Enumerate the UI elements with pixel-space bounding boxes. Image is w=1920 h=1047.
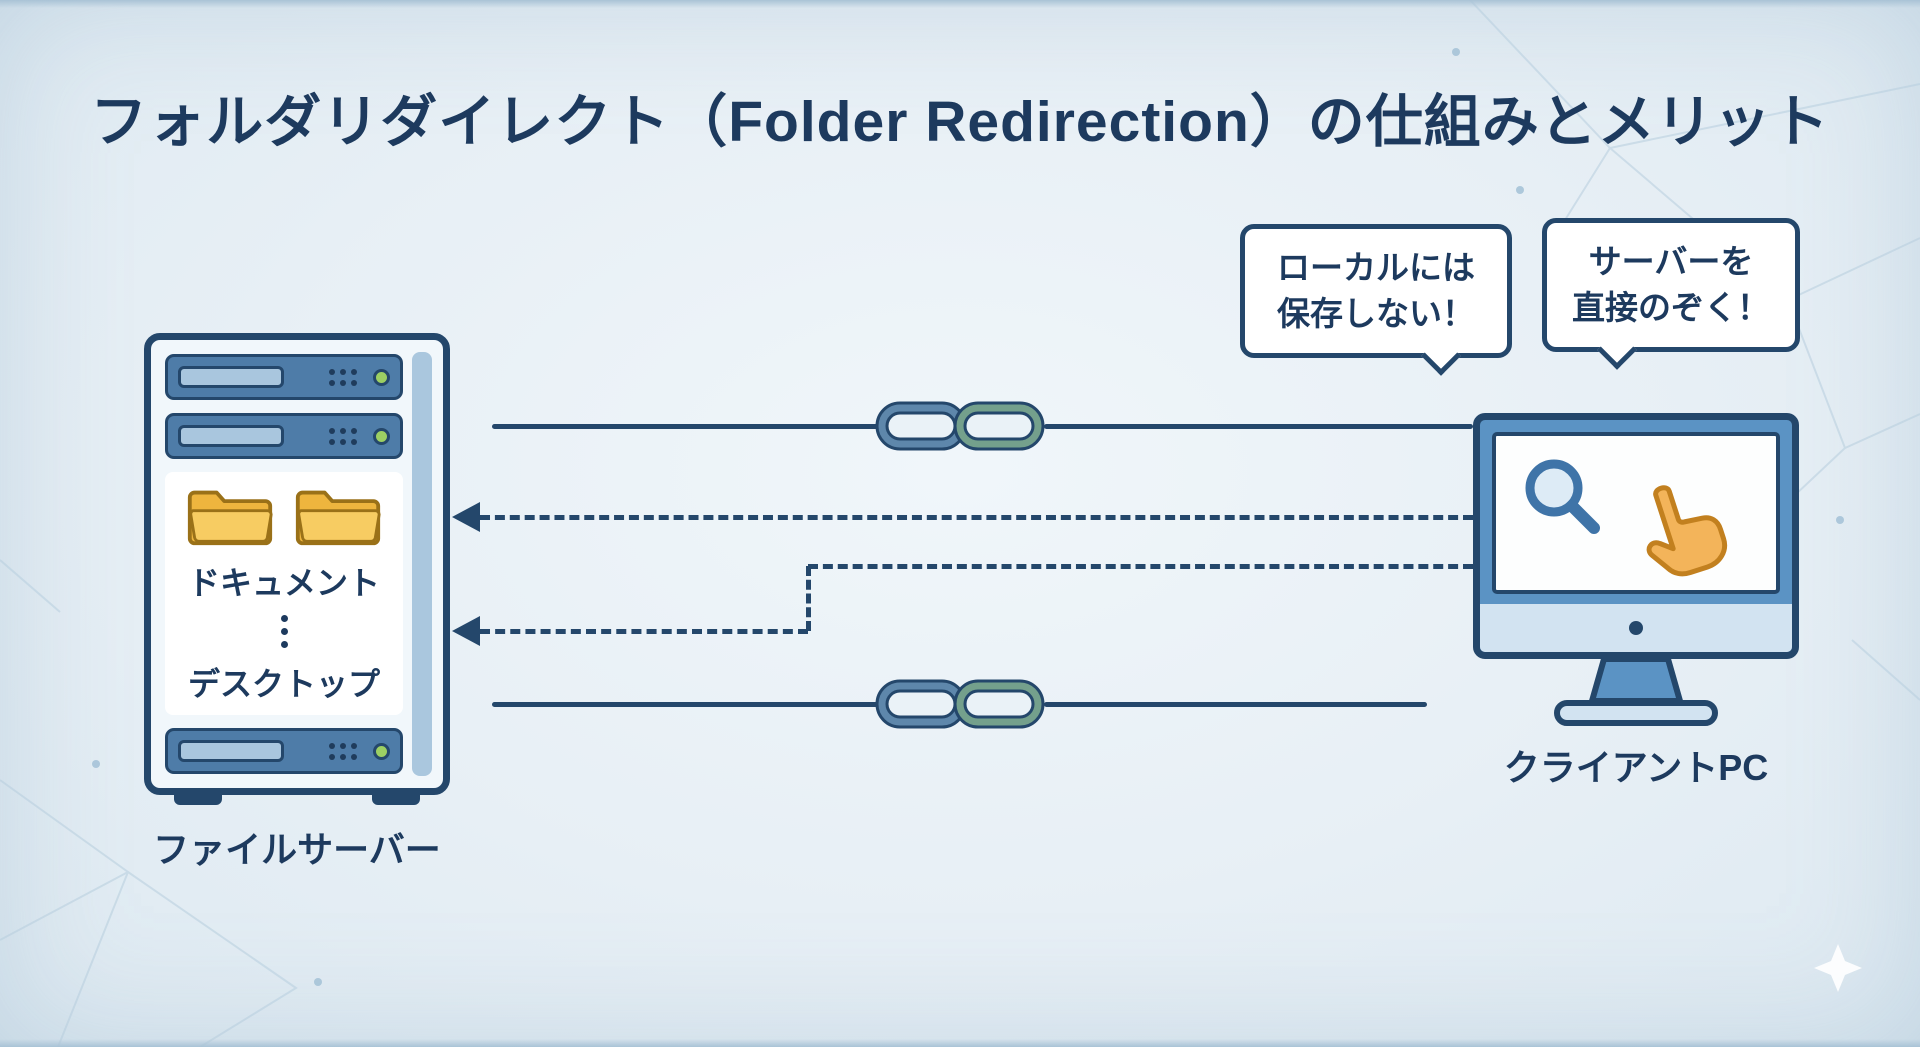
sparkle-icon — [1814, 944, 1862, 992]
folders-row — [184, 482, 384, 549]
bubble-text-line: サーバーを — [1588, 243, 1754, 280]
folder-label-desktop: デスクトップ — [187, 666, 380, 702]
connection-line-top-right — [1044, 424, 1473, 429]
drive-slot — [178, 740, 284, 762]
server-foot — [174, 791, 222, 805]
server-foot — [372, 791, 420, 805]
redirect-arrowhead-1 — [452, 502, 480, 532]
top-edge-band — [0, 0, 1920, 8]
monitor-chin — [1480, 604, 1792, 652]
chain-link-icon — [875, 401, 1045, 451]
chain-link-icon — [875, 679, 1045, 729]
vent-dots — [329, 368, 357, 386]
folder-label-documents: ドキュメント — [187, 565, 380, 601]
bubble-text-line: 直接のぞく！ — [1572, 289, 1770, 327]
monitor-stand — [1554, 657, 1718, 726]
server-folders-panel: ドキュメント デスクトップ — [165, 472, 403, 715]
redirect-dashed-line-2-lower — [480, 629, 808, 634]
bubble-text-line: 保存しない！ — [1277, 295, 1475, 333]
led-indicator — [373, 742, 390, 760]
server-side-panel — [412, 352, 432, 776]
connection-line-top-left — [492, 424, 880, 429]
redirect-arrowhead-2 — [452, 616, 480, 646]
client-pc-label: クライアントPC — [1503, 747, 1769, 788]
ellipsis-dots — [280, 613, 288, 650]
redirect-dashed-line-2-upper — [808, 564, 1473, 569]
folder-icon — [295, 490, 381, 546]
drive-slot — [178, 425, 284, 447]
speech-bubble-no-local-save: ローカルには 保存しない！ — [1240, 224, 1512, 377]
magnifier-icon — [1525, 459, 1600, 534]
connection-line-bottom-left — [492, 702, 880, 707]
server-drive-bay — [165, 413, 403, 459]
file-server: ドキュメント デスクトップ ファイルサーバー — [144, 333, 450, 873]
bubble-text-line: ローカルには — [1277, 249, 1475, 286]
connection-line-bottom-right — [1044, 702, 1427, 707]
vent-dots — [329, 427, 357, 445]
redirect-dashed-line-1 — [480, 515, 1473, 520]
power-button-dot — [1629, 621, 1643, 635]
server-drive-bay — [165, 354, 403, 400]
drive-slot — [178, 366, 284, 388]
monitor — [1473, 413, 1799, 659]
led-indicator — [373, 427, 390, 445]
server-tower: ドキュメント デスクトップ — [144, 333, 450, 795]
bottom-edge-band — [0, 1039, 1920, 1047]
file-server-label: ファイルサーバー — [153, 829, 441, 870]
led-indicator — [373, 368, 390, 386]
speech-bubble-direct-view: サーバーを 直接のぞく！ — [1542, 218, 1800, 371]
monitor-screen — [1492, 432, 1780, 594]
folder-icon — [187, 490, 273, 546]
page-title: フォルダリダイレクト（Folder Redirection）の仕組みとメリット — [90, 90, 1830, 154]
client-pc: クライアントPC — [1473, 413, 1799, 791]
hand-cursor-icon — [1646, 485, 1728, 577]
redirect-dashed-line-2-vertical — [806, 566, 811, 631]
vent-dots — [329, 742, 357, 760]
server-drive-bay — [165, 728, 403, 774]
